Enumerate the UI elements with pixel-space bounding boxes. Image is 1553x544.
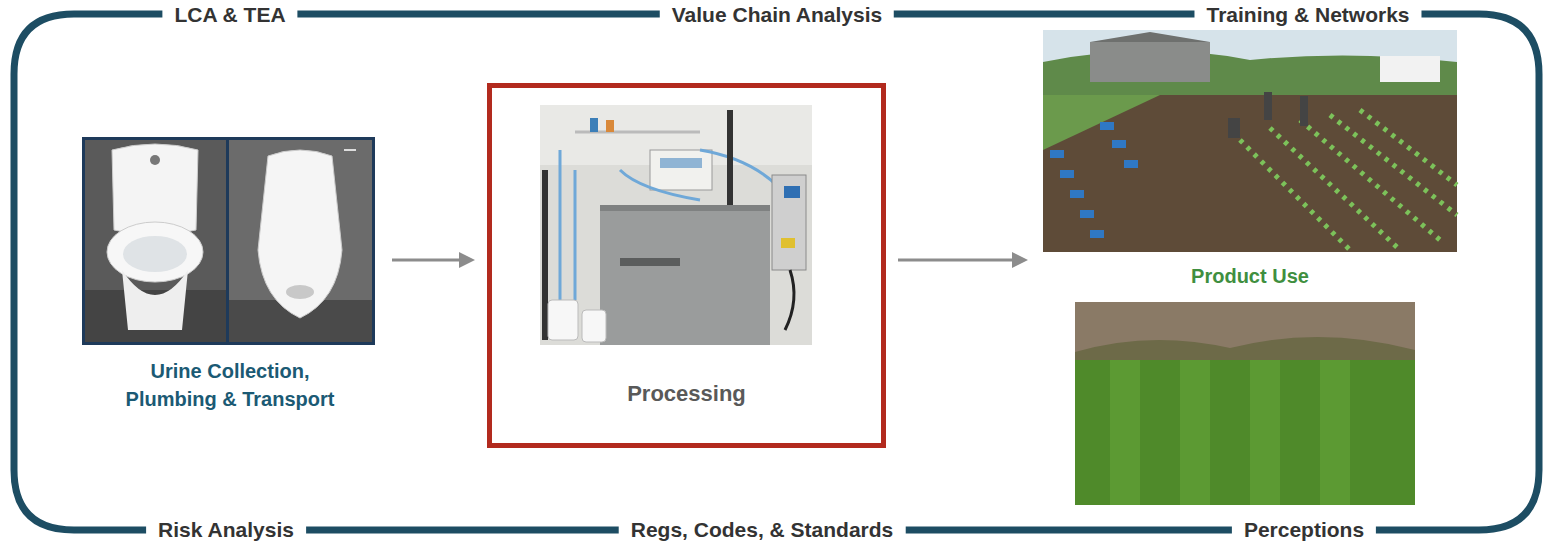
processing-box: Processing — [487, 83, 886, 448]
frame-label: LCA & TEA — [162, 2, 297, 28]
toilet-photo — [82, 137, 375, 345]
cycle-frame — [14, 14, 1539, 530]
frame-label: Perceptions — [1232, 517, 1376, 543]
frame-label: Training & Networks — [1194, 2, 1421, 28]
frame-label: Risk Analysis — [146, 517, 306, 543]
product-use-stage: Product Use — [1040, 28, 1460, 508]
lawn-photo — [1075, 302, 1415, 505]
flow-arrow — [898, 252, 1028, 268]
frame-label: Regs, Codes, & Standards — [619, 517, 906, 543]
stage-caption: Processing — [507, 380, 867, 408]
frame-label: Value Chain Analysis — [660, 2, 894, 28]
farm-field-photo — [1043, 30, 1457, 252]
flow-arrow — [392, 252, 475, 268]
collection-stage: Urine Collection, Plumbing & Transport — [80, 135, 380, 423]
stage-caption: Urine Collection, Plumbing & Transport — [110, 357, 350, 413]
stage-caption: Product Use — [1060, 262, 1440, 290]
processing-unit-photo — [540, 105, 812, 345]
